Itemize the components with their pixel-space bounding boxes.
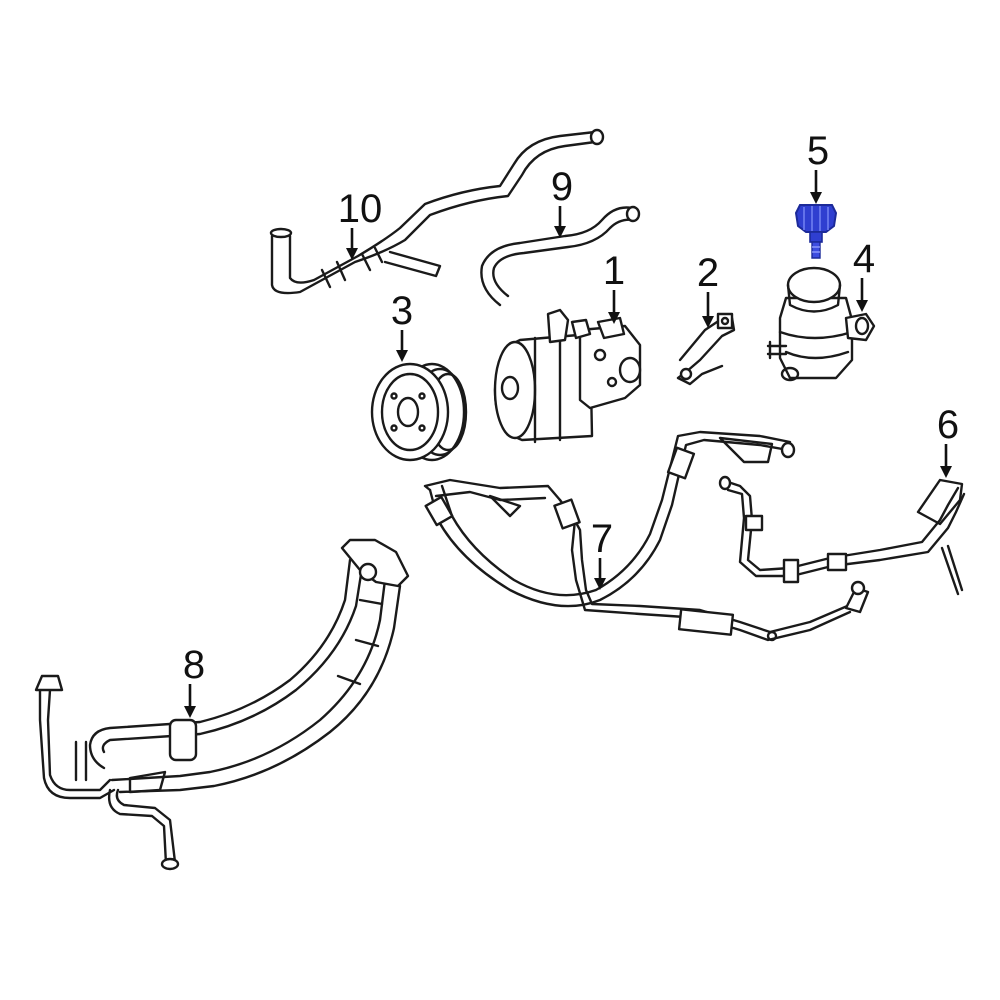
callout-9: 9 xyxy=(551,165,573,238)
part-1-pump[interactable] xyxy=(493,308,642,444)
callout-2: 2 xyxy=(697,251,719,328)
part-8-cooler-lines[interactable] xyxy=(34,538,410,871)
callout-9-label: 9 xyxy=(551,165,573,209)
callout-5: 5 xyxy=(807,129,829,204)
callout-2-label: 2 xyxy=(697,251,719,295)
callout-1-label: 1 xyxy=(603,249,625,293)
part-9-hose[interactable] xyxy=(480,205,641,307)
callout-4-label: 4 xyxy=(853,237,875,281)
callout-10: 10 xyxy=(338,187,383,260)
part-4-reservoir[interactable] xyxy=(766,266,876,382)
callout-7: 7 xyxy=(591,517,613,590)
part-6-tube[interactable] xyxy=(718,475,966,596)
callout-4: 4 xyxy=(853,237,875,312)
callout-10-label: 10 xyxy=(338,187,383,231)
callout-3-label: 3 xyxy=(391,289,413,333)
callout-7-label: 7 xyxy=(591,517,613,561)
part-3-pulley[interactable] xyxy=(370,362,468,462)
callout-6-label: 6 xyxy=(937,403,959,447)
part-7-hose-assembly[interactable] xyxy=(423,430,870,642)
callout-5-label: 5 xyxy=(807,129,829,173)
callout-1: 1 xyxy=(603,249,625,324)
part-2-bracket[interactable] xyxy=(676,312,736,386)
callout-8-label: 8 xyxy=(183,643,205,687)
callout-8: 8 xyxy=(183,643,205,718)
part-10-hose[interactable] xyxy=(269,128,605,295)
callout-6: 6 xyxy=(937,403,959,478)
part-5-cap[interactable] xyxy=(794,204,838,259)
callout-3: 3 xyxy=(391,289,413,362)
